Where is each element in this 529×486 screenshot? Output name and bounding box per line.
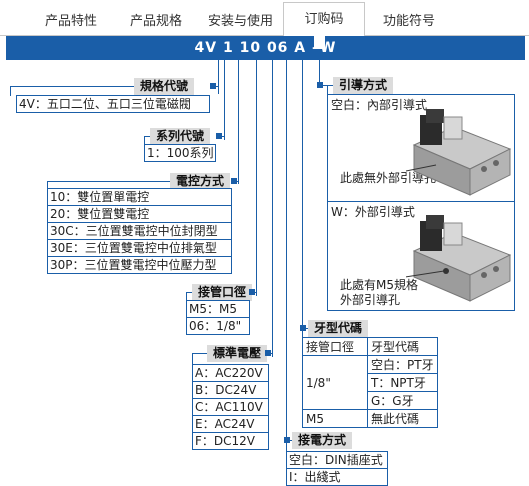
connector-dot (300, 325, 306, 331)
connector-line (272, 60, 273, 357)
solenoid-valve-image-internal (406, 109, 512, 196)
tab-order-code[interactable]: 订购码 (283, 2, 365, 36)
connector-line (186, 292, 187, 301)
connector-line (327, 85, 328, 95)
label-spec-code: 規格代號 (134, 78, 195, 95)
thread-code-table: 接管口徑 牙型代碼 1/8" 空白：PT牙 T：NPT牙 G：G牙 M5 無此代… (302, 337, 438, 428)
connector-dot (249, 289, 255, 295)
thread-size-cell: 1/8" (302, 355, 368, 410)
connector-line (222, 136, 225, 137)
port-size-box: M5：M5 06：1/8" (186, 300, 250, 335)
connector-dot (231, 178, 237, 184)
connector-line (319, 60, 320, 84)
thread-size-cell: M5 (302, 409, 368, 428)
code-placeholder-box (314, 36, 326, 49)
tab-bar-divider (0, 35, 529, 36)
pilot-external-note: 外部引導孔 (340, 293, 401, 307)
control-method-item: 30E：三位置雙電控中位排氣型 (48, 240, 231, 257)
connector-line (10, 86, 134, 87)
connector-line (224, 60, 225, 140)
connector-line (302, 60, 303, 330)
label-wiring-method: 接電方式 (292, 432, 353, 449)
connector-line (323, 85, 333, 86)
thread-table-header: 牙型代碼 (367, 337, 438, 356)
connector-line (238, 60, 239, 184)
port-size-item: M5：M5 (187, 301, 249, 318)
label-series-code: 系列代號 (150, 128, 211, 145)
connector-line (186, 292, 192, 293)
wiring-item: 空白：DIN插座式 (287, 452, 387, 469)
pilot-divider (328, 201, 514, 202)
tab-symbols[interactable]: 功能符号 (383, 14, 436, 29)
order-code-banner: 4V 1 10 06 A –W (6, 36, 525, 60)
control-method-item: 30P：三位置雙電控中位壓力型 (50, 258, 217, 272)
thread-type-cell: 空白：PT牙 (367, 355, 438, 374)
control-method-item: 20：雙位置雙電控 (48, 206, 231, 223)
connector-line (144, 136, 145, 145)
connector-line (218, 60, 219, 94)
connector-line (192, 353, 193, 365)
label-control-method: 電控方式 (170, 173, 231, 190)
control-method-box: 10：雙位置單電控 20：雙位置雙電控 30C：三位置雙電控中位封閉型 30E：… (47, 188, 232, 274)
solenoid-valve-image-external (406, 215, 512, 302)
label-pilot-method: 引導方式 (333, 77, 394, 94)
voltage-item: A：AC220V (193, 365, 268, 382)
connector-line (192, 353, 207, 354)
connector-dot (317, 82, 323, 88)
label-thread-code: 牙型代碼 (308, 320, 369, 337)
pilot-external-note: 此處有M5規格 (340, 278, 418, 292)
port-size-item: 06：1/8" (189, 319, 242, 333)
connector-line (256, 60, 257, 296)
connector-line (286, 440, 287, 452)
voltage-item: B：DC24V (193, 382, 268, 399)
connector-dot (216, 133, 222, 139)
tab-install[interactable]: 安装与使用 (208, 14, 274, 29)
pilot-internal-title: 空白：內部引導式 (331, 98, 428, 112)
control-method-item: 30C：三位置雙電控中位封閉型 (48, 223, 231, 240)
series-code-item: 1：100系列 (147, 146, 214, 160)
connector-dot (210, 83, 216, 89)
connector-line (216, 86, 219, 87)
label-standard-voltage: 標準電壓 (207, 345, 268, 362)
spec-code-item: 4V：五口二位、五口三位電磁閥 (19, 97, 191, 111)
connector-line (237, 181, 239, 182)
connector-line (255, 292, 257, 293)
pilot-internal-note: 此處無外部引導孔 (340, 171, 437, 185)
pilot-method-box: 空白：內部引導式 此處無外部引導孔 W：外部引導式 此處有M5規格 外部引導孔 (327, 94, 515, 311)
spec-code-box: 4V：五口二位、五口三位電磁閥 (16, 95, 210, 113)
tab-specs[interactable]: 产品规格 (130, 14, 183, 29)
thread-type-cell: 無此代碼 (367, 409, 438, 428)
thread-type-cell: G：G牙 (367, 391, 438, 410)
connector-line (290, 440, 292, 441)
connector-line (10, 86, 11, 96)
thread-table-header: 接管口徑 (302, 337, 368, 356)
connector-dot (265, 350, 271, 356)
connector-line (144, 136, 150, 137)
tab-bar: 产品特性 产品规格 安装与使用 订购码 功能符号 (0, 0, 529, 38)
connector-line (302, 328, 303, 338)
voltage-item: F：DC12V (195, 434, 256, 448)
voltage-item: C：AC110V (193, 399, 268, 416)
pilot-external-title: W：外部引導式 (331, 205, 415, 219)
connector-line (47, 181, 48, 189)
tab-features[interactable]: 产品特性 (45, 14, 98, 29)
wiring-item: I：出綫式 (289, 470, 341, 484)
connector-line (306, 328, 308, 329)
voltage-item: E：AC24V (193, 416, 268, 433)
connector-line (47, 181, 170, 182)
standard-voltage-box: A：AC220V B：DC24V C：AC110V E：AC24V F：DC12… (192, 364, 269, 450)
label-port-size: 接管口徑 (192, 284, 253, 301)
series-code-box: 1：100系列 (144, 144, 216, 162)
connector-line (271, 353, 273, 354)
connector-line (286, 60, 287, 441)
wiring-method-box: 空白：DIN插座式 I：出綫式 (286, 451, 388, 486)
order-code-text: 4V 1 10 06 A (194, 40, 307, 56)
connector-dot (284, 437, 290, 443)
control-method-item: 10：雙位置單電控 (48, 189, 231, 206)
thread-type-cell: T：NPT牙 (367, 373, 438, 392)
